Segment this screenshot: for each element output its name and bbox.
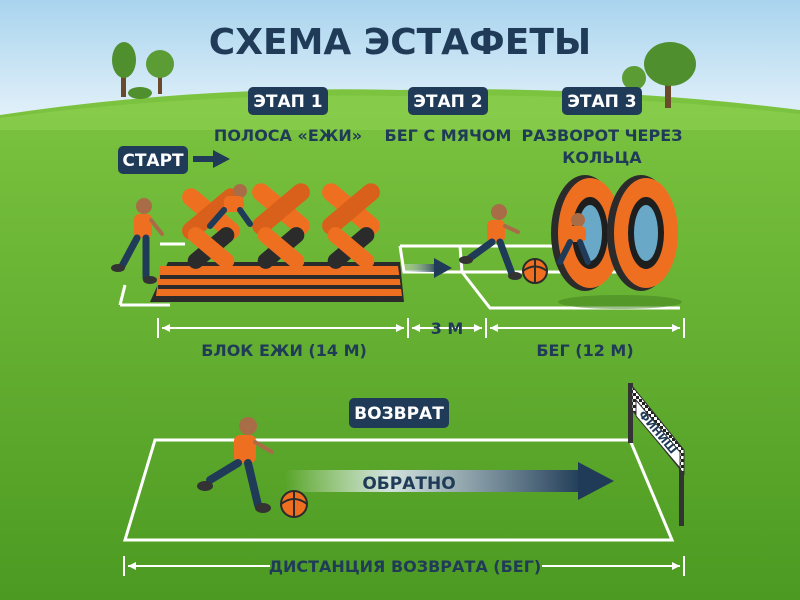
stage-3-label: ЭТАП 3 xyxy=(567,92,636,112)
return-badge: ВОЗВРАТ xyxy=(349,398,449,428)
stage-2-arrow-icon xyxy=(402,258,452,278)
start-label: СТАРТ xyxy=(122,151,184,171)
return-label: ВОЗВРАТ xyxy=(354,404,444,424)
return-distance-arrowheads xyxy=(128,562,680,570)
measurement-gap-label: 3 М xyxy=(431,319,464,338)
stage-3-description-line-1: РАЗВОРОТ ЧЕРЕЗ xyxy=(522,126,683,145)
tree-left xyxy=(112,42,174,99)
stage-2-label: ЭТАП 2 xyxy=(413,92,482,112)
measurement-arrowheads xyxy=(162,324,680,332)
stage-3-description-line-2: КОЛЬЦА xyxy=(562,148,642,167)
starting-runner xyxy=(111,198,164,284)
stage-1-badge: ЭТАП 1 xyxy=(248,87,328,115)
stage-2-badge: ЭТАП 2 xyxy=(408,87,488,115)
start-lane-lines xyxy=(118,242,185,307)
measurement-block-label: БЛОК ЕЖИ (14 М) xyxy=(201,341,367,360)
tree-right xyxy=(622,42,696,108)
returning-runner xyxy=(197,417,274,513)
page-title: СХЕМА ЭСТАФЕТЫ xyxy=(209,22,591,63)
stage-1-label: ЭТАП 1 xyxy=(253,92,322,112)
ring-right xyxy=(607,175,678,291)
hedgehog-2 xyxy=(252,183,310,269)
measurement-line xyxy=(157,318,685,338)
start-badge: СТАРТ xyxy=(118,146,188,174)
stage-1-description: ПОЛОСА «ЕЖИ» xyxy=(214,126,362,145)
return-arrow-icon xyxy=(285,462,614,500)
stage-2-description: БЕГ С МЯЧОМ xyxy=(385,126,512,145)
climbing-athlete xyxy=(207,184,253,229)
ring-obstacles xyxy=(551,175,682,309)
ring-athlete xyxy=(557,213,591,265)
return-ball-icon xyxy=(280,490,308,518)
return-distance-line xyxy=(123,556,685,576)
return-lane xyxy=(122,438,675,542)
return-arrow-label: ОБРАТНО xyxy=(362,474,455,494)
ball-icon xyxy=(522,258,548,284)
finish-gate xyxy=(628,383,685,526)
return-distance-label: ДИСТАНЦИЯ ВОЗВРАТА (БЕГ) xyxy=(269,557,541,576)
measurement-run-label: БЕГ (12 М) xyxy=(536,341,633,360)
hedgehog-3 xyxy=(322,183,380,269)
hedgehog-obstacle-block xyxy=(150,183,404,302)
stage-3-badge: ЭТАП 3 xyxy=(562,87,642,115)
ball-runner xyxy=(459,204,522,280)
start-arrow-icon xyxy=(193,150,230,168)
